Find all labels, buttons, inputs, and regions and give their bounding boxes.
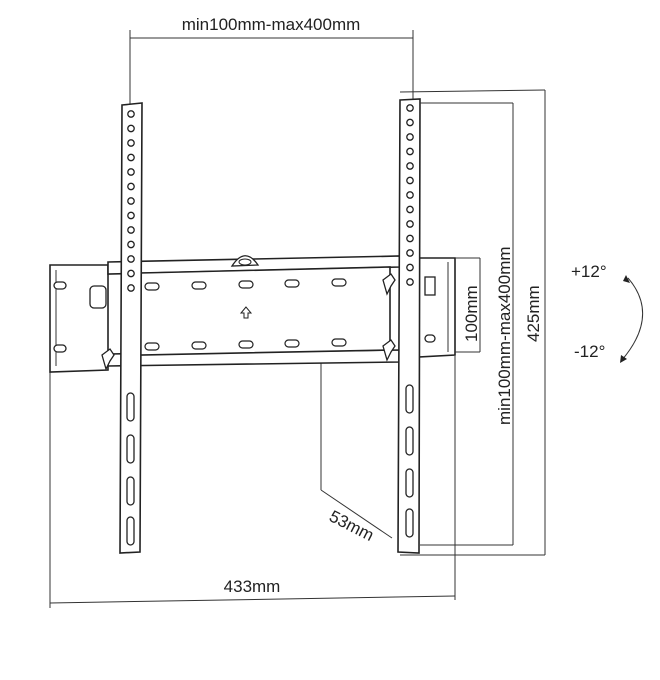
right-mounting-arm (397, 98, 421, 554)
mounting-hole (127, 168, 135, 176)
mounting-hole (127, 139, 135, 147)
wall-plate (49, 255, 456, 373)
mounting-hole (127, 226, 135, 234)
mounting-hole (406, 263, 414, 272)
vesa-height-dimension: min100mm-max400mm (420, 102, 514, 546)
arm-length-dimension: 425mm (399, 89, 546, 556)
mounting-hole (406, 133, 414, 141)
mounting-hole (127, 182, 135, 191)
mounting-hole (406, 118, 414, 127)
tilt-arc-arrow-icon (621, 277, 643, 361)
mounting-hole (406, 104, 414, 112)
mounting-hole (127, 110, 135, 118)
plate-width-dimension: 433mm (49, 356, 456, 608)
left-mounting-arm (119, 102, 143, 554)
plate-height-label: 100mm (462, 285, 481, 342)
up-arrow-icon (239, 306, 253, 319)
mounting-hole (127, 153, 135, 162)
plate-height-dimension: 100mm (455, 257, 481, 353)
vesa-width-dimension: min100mm-max400mm (129, 15, 414, 105)
mounting-hole (406, 191, 414, 199)
mounting-hole (406, 278, 414, 286)
mounting-hole (127, 284, 135, 292)
tilt-indicator: +12° -12° (571, 262, 643, 363)
vesa-width-label: min100mm-max400mm (182, 15, 361, 34)
tilt-down-label: -12° (574, 342, 605, 361)
wall-distance-dimension: 53mm (320, 362, 393, 545)
mounting-hole (127, 240, 135, 249)
mounting-hole (127, 255, 135, 263)
mounting-hole (406, 205, 414, 214)
mounting-hole (406, 147, 414, 156)
mounting-hole (406, 249, 414, 257)
mounting-hole (406, 234, 414, 243)
arm-length-label: 425mm (524, 285, 543, 342)
wall-distance-label: 53mm (326, 507, 377, 545)
mounting-hole (406, 162, 414, 170)
plate-width-label: 433mm (224, 577, 281, 596)
vesa-height-label: min100mm-max400mm (495, 246, 514, 425)
mounting-hole (406, 176, 414, 185)
mounting-hole (127, 124, 135, 133)
mounting-hole (127, 269, 135, 278)
mounting-hole (127, 197, 135, 205)
mounting-hole (406, 220, 414, 228)
mounting-hole (127, 211, 135, 220)
tilt-up-label: +12° (571, 262, 607, 281)
